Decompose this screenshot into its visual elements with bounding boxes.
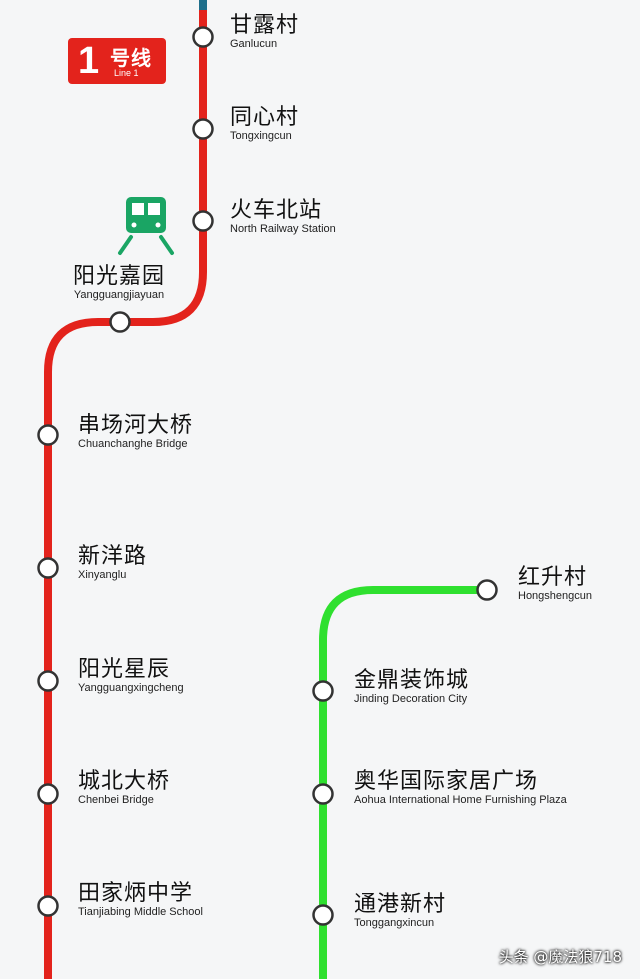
station-name-zh: 奥华国际家居广场 bbox=[354, 769, 539, 794]
station-label-xinyanglu: 新洋路 Xinyanglu bbox=[78, 546, 147, 581]
station-name-en: Ganlucun bbox=[230, 38, 278, 50]
station-marker-chuanchanghe-bridge[interactable] bbox=[37, 424, 59, 446]
station-name-en: Chuanchanghe Bridge bbox=[78, 438, 188, 450]
watermark: 头条 @魔法狼718 bbox=[498, 948, 622, 966]
station-marker-jinding-decoration-city[interactable] bbox=[312, 680, 334, 702]
station-name-zh: 田家炳中学 bbox=[78, 881, 194, 906]
station-name-en: Yangguangjiayuan bbox=[73, 289, 165, 301]
station-label-ganlucun: 甘露村 Ganlucun bbox=[230, 15, 299, 50]
line-1-badge: 1 号线 Line 1 bbox=[68, 38, 166, 84]
station-name-zh: 红升村 bbox=[518, 565, 588, 590]
station-label-north-railway-station: 火车北站 North Railway Station bbox=[230, 200, 336, 235]
station-label-yangguangjiayuan: 阳光嘉园 Yangguangjiayuan bbox=[64, 266, 174, 301]
station-marker-xinyanglu[interactable] bbox=[37, 557, 59, 579]
station-label-jinding-decoration-city: 金鼎装饰城 Jinding Decoration City bbox=[354, 670, 469, 705]
station-name-en: Tongxingcun bbox=[230, 130, 292, 142]
station-label-yangguangxingcheng: 阳光星辰 Yangguangxingcheng bbox=[78, 659, 184, 694]
station-name-en: Tianjiabing Middle School bbox=[78, 906, 203, 918]
badge-line-number: 1 bbox=[78, 40, 100, 82]
station-marker-tianjiabing-middle-school[interactable] bbox=[37, 895, 59, 917]
station-marker-chenbei-bridge[interactable] bbox=[37, 783, 59, 805]
station-label-tonggangxincun: 通港新村 Tonggangxincun bbox=[354, 894, 446, 929]
station-marker-north-railway-station[interactable] bbox=[192, 210, 214, 232]
station-label-aohua-plaza: 奥华国际家居广场 Aohua International Home Furnis… bbox=[354, 771, 567, 806]
station-label-tianjiabing-middle-school: 田家炳中学 Tianjiabing Middle School bbox=[78, 883, 203, 918]
badge-line-english: Line 1 bbox=[114, 68, 139, 78]
station-name-en: Chenbei Bridge bbox=[78, 794, 154, 806]
line-1-track bbox=[44, 10, 207, 979]
station-marker-yangguangjiayuan[interactable] bbox=[109, 311, 131, 333]
station-name-zh: 阳光星辰 bbox=[78, 657, 171, 682]
station-name-zh: 城北大桥 bbox=[78, 769, 171, 794]
station-name-en: Aohua International Home Furnishing Plaz… bbox=[354, 794, 567, 806]
station-marker-aohua-international-home-furnishing-plaza[interactable] bbox=[312, 783, 334, 805]
station-label-tongxingcun: 同心村 Tongxingcun bbox=[230, 107, 299, 142]
station-name-en: Xinyanglu bbox=[78, 569, 127, 581]
station-name-en: Tonggangxincun bbox=[354, 917, 435, 929]
station-marker-yangguangxingcheng[interactable] bbox=[37, 670, 59, 692]
station-marker-tonggangxincun[interactable] bbox=[312, 904, 334, 926]
station-name-en: North Railway Station bbox=[230, 223, 336, 235]
station-name-zh: 同心村 bbox=[230, 105, 300, 130]
station-name-zh: 阳光嘉园 bbox=[72, 264, 165, 289]
station-name-en: Yangguangxingcheng bbox=[78, 682, 184, 694]
station-name-zh: 甘露村 bbox=[230, 13, 300, 38]
station-name-zh: 金鼎装饰城 bbox=[354, 668, 470, 693]
station-marker-hongshengcun[interactable] bbox=[476, 579, 498, 601]
green-line-track bbox=[319, 586, 487, 979]
station-name-zh: 火车北站 bbox=[230, 198, 323, 223]
train-station-icon bbox=[118, 197, 174, 255]
station-label-hongshengcun: 红升村 Hongshengcun bbox=[518, 567, 592, 602]
station-marker-ganlucun[interactable] bbox=[192, 26, 214, 48]
station-name-en: Jinding Decoration City bbox=[354, 693, 468, 705]
badge-line-name: 号线 bbox=[110, 46, 152, 70]
station-name-zh: 串场河大桥 bbox=[78, 413, 194, 438]
station-label-chuanchanghe-bridge: 串场河大桥 Chuanchanghe Bridge bbox=[78, 415, 193, 450]
station-name-zh: 新洋路 bbox=[78, 544, 148, 569]
station-label-chenbei-bridge: 城北大桥 Chenbei Bridge bbox=[78, 771, 170, 806]
station-name-zh: 通港新村 bbox=[354, 892, 447, 917]
station-marker-tongxingcun[interactable] bbox=[192, 118, 214, 140]
station-name-en: Hongshengcun bbox=[518, 590, 593, 602]
